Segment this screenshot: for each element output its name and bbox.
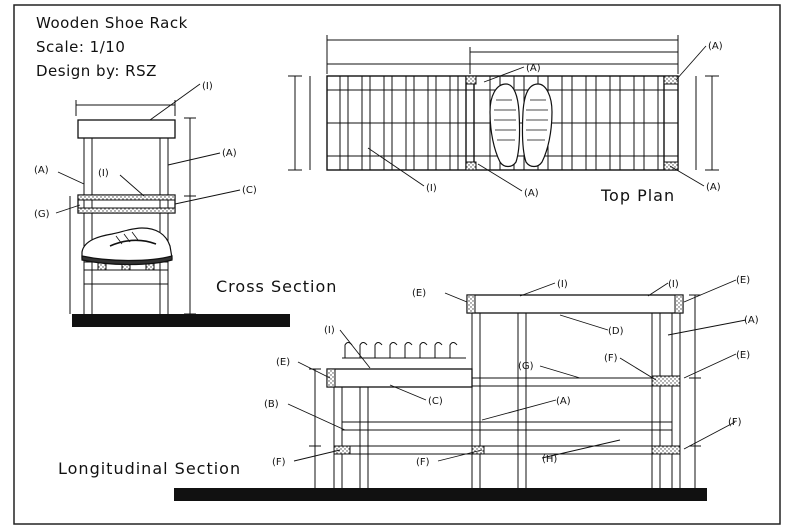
- callout-a-top-right: (A): [708, 41, 723, 52]
- callout-e-long-top-left: (E): [412, 288, 426, 299]
- callout-i-long-top: (I): [557, 279, 568, 290]
- callout-i-long-mid: (I): [324, 325, 335, 336]
- callout-a-long-right: (A): [744, 315, 759, 326]
- callout-h-long: (H): [542, 454, 557, 465]
- drawing-scale: Scale: 1/10: [36, 38, 126, 56]
- longitudinal-ground: [174, 488, 707, 501]
- cross-section-view: [69, 100, 196, 315]
- top-plan-caption: Top Plan: [601, 186, 676, 205]
- longitudinal-section-caption: Longitudinal Section: [58, 459, 242, 478]
- callout-a-cross-right: (A): [222, 148, 237, 159]
- callout-c-long: (C): [428, 396, 443, 407]
- callout-e-long-mid-right: (E): [736, 350, 750, 361]
- callout-g-cross: (G): [34, 209, 50, 220]
- callout-a-top-mid: (A): [526, 63, 541, 74]
- callout-f-long-lower-left: (F): [272, 457, 286, 468]
- sneaker-side-view: [81, 227, 173, 266]
- callout-a-long-mid: (A): [556, 396, 571, 407]
- callout-d-long: (D): [608, 326, 624, 337]
- callout-e-long-mid-left: (E): [276, 357, 290, 368]
- callout-i-top-plan: (I): [426, 183, 437, 194]
- callout-b-long: (B): [264, 399, 279, 410]
- callout-i-long-top-right: (I): [668, 279, 679, 290]
- drawing-designer: Design by: RSZ: [36, 62, 157, 80]
- shoe-pair-top-view: [489, 83, 553, 168]
- leader-lines: [55, 45, 747, 462]
- callout-c-cross: (C): [242, 185, 257, 196]
- callout-a-top-bottom: (A): [524, 188, 539, 199]
- callout-a-top-plan-right: (A): [706, 182, 721, 193]
- callout-f-long-mid: (F): [604, 353, 618, 364]
- callout-i-cross-mid: (I): [98, 168, 109, 179]
- callout-f-long-lower-right: (F): [728, 417, 742, 428]
- callout-i-cross-top: (I): [202, 81, 213, 92]
- longitudinal-section-view: [309, 294, 701, 488]
- drawing-title: Wooden Shoe Rack: [36, 14, 188, 32]
- callout-e-long-top-right: (E): [736, 275, 750, 286]
- callout-a-cross-left: (A): [34, 165, 49, 176]
- callout-g-long: (G): [518, 361, 534, 372]
- cross-section-ground: [72, 314, 290, 327]
- cross-section-caption: Cross Section: [216, 277, 338, 296]
- sheet-border: [13, 4, 781, 525]
- callout-f-long-lower-mid: (F): [416, 457, 430, 468]
